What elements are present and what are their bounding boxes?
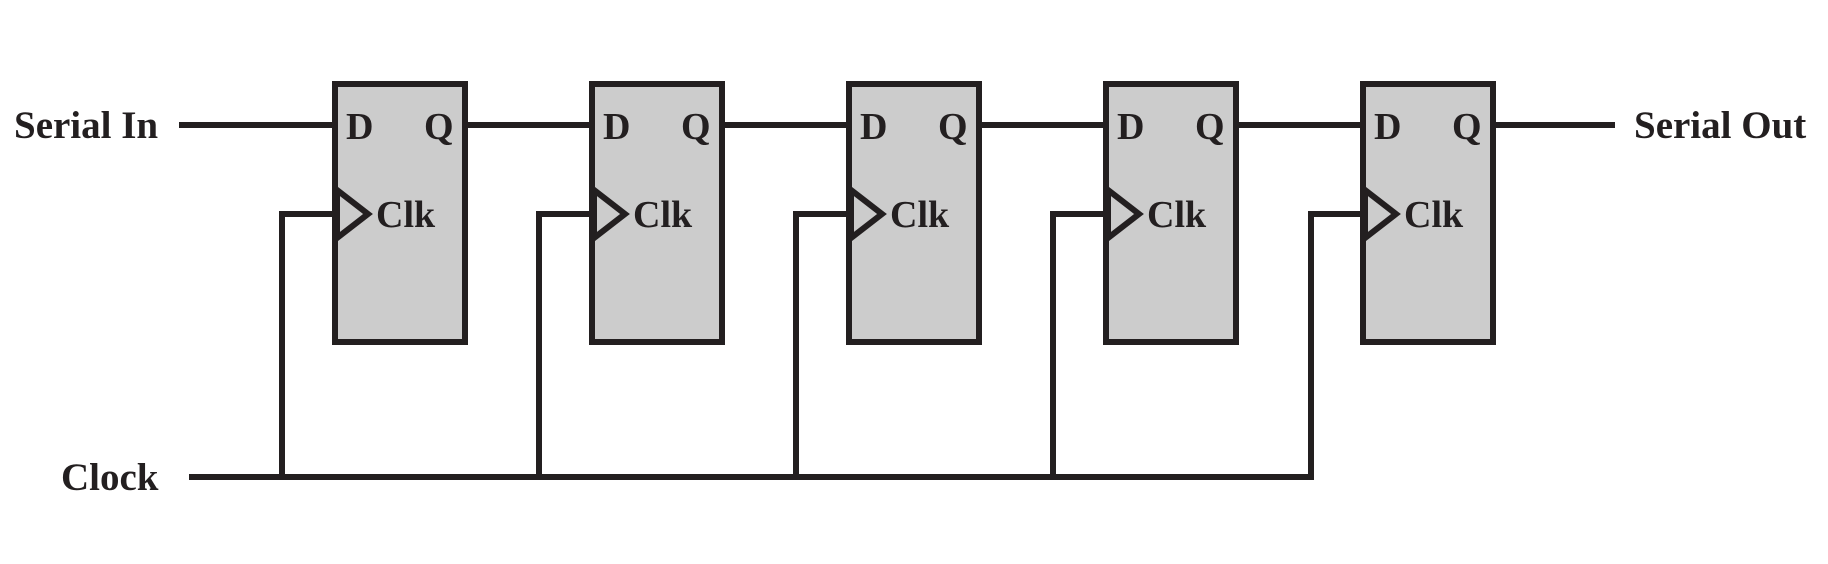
flip-flop-4: D Q Clk (1103, 81, 1239, 345)
q-output-label: Q (938, 106, 968, 148)
clock-triangle-icon (1362, 183, 1401, 245)
clock-branch-4 (1050, 211, 1109, 480)
flip-flop-3: D Q Clk (846, 81, 982, 345)
d-input-label: D (1374, 106, 1401, 148)
clock-branch-3 (793, 211, 852, 480)
flip-flop-2: D Q Clk (589, 81, 725, 345)
clock-wires (189, 211, 1366, 480)
serial-out-label: Serial Out (1634, 104, 1806, 147)
clock-branch-5 (1308, 211, 1366, 480)
clock-branch-1 (279, 211, 338, 480)
d-input-label: D (860, 106, 887, 148)
clk-input-label: Clk (376, 194, 436, 236)
clock-label: Clock (61, 456, 159, 499)
d-input-label: D (603, 106, 630, 148)
clk-input-label: Clk (890, 194, 950, 236)
q-output-label: Q (1452, 106, 1482, 148)
d-input-label: D (1117, 106, 1144, 148)
clock-triangle-icon (591, 183, 630, 245)
flip-flop-5: D Q Clk (1360, 81, 1496, 345)
d-input-label: D (346, 106, 373, 148)
q-output-label: Q (1195, 106, 1225, 148)
clk-input-label: Clk (633, 194, 693, 236)
q-output-label: Q (424, 106, 454, 148)
clock-triangle-icon (1105, 183, 1144, 245)
q-output-label: Q (681, 106, 711, 148)
clock-branch-2 (536, 211, 595, 480)
clock-triangle-icon (848, 183, 887, 245)
flip-flop-1: D Q Clk (332, 81, 468, 345)
clk-input-label: Clk (1147, 194, 1207, 236)
serial-in-label: Serial In (14, 104, 158, 147)
clk-input-label: Clk (1404, 194, 1464, 236)
clock-triangle-icon (334, 183, 373, 245)
